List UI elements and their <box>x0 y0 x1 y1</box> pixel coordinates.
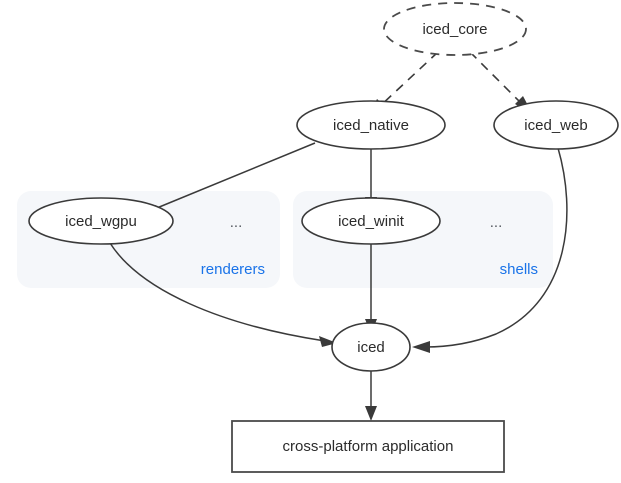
edge-iced-core-to-iced-web <box>469 51 523 105</box>
node-application-label: cross-platform application <box>283 438 454 455</box>
cluster-renderers-label: renderers <box>201 261 265 278</box>
arrowhead-iced-web-to-iced <box>412 341 430 353</box>
cluster-shells-label: shells <box>500 261 538 278</box>
edge-iced-wgpu-to-iced <box>109 242 326 342</box>
node-iced-web-ellipse[interactable] <box>493 100 619 150</box>
node-iced-wgpu-ellipse[interactable] <box>28 197 174 245</box>
edge-iced-core-to-iced-native <box>378 51 439 108</box>
arrowhead-iced-wgpu-to-iced <box>319 336 337 347</box>
node-iced-native-ellipse[interactable] <box>296 100 446 150</box>
arrowhead-iced-to-application <box>365 406 377 421</box>
node-iced-winit-ellipse[interactable] <box>301 197 441 245</box>
node-application[interactable]: cross-platform application <box>231 420 505 473</box>
node-iced-core[interactable]: iced_core <box>383 2 527 56</box>
edge-iced-native-to-iced-wgpu <box>151 142 316 211</box>
node-iced-ellipse[interactable] <box>331 322 411 372</box>
node-iced-native[interactable]: iced_native <box>296 100 446 150</box>
node-application-box[interactable] <box>231 420 505 473</box>
node-iced[interactable]: iced <box>331 322 411 372</box>
node-iced-winit[interactable]: iced_winit <box>301 197 441 245</box>
cluster-shells-more-icon: ... <box>490 214 503 231</box>
node-iced-wgpu[interactable]: iced_wgpu <box>28 197 174 245</box>
node-iced-core-ellipse[interactable] <box>383 2 527 56</box>
node-iced-web[interactable]: iced_web <box>493 100 619 150</box>
edge-iced-web-to-iced <box>424 147 568 348</box>
cluster-renderers-more-icon: ... <box>230 214 243 231</box>
